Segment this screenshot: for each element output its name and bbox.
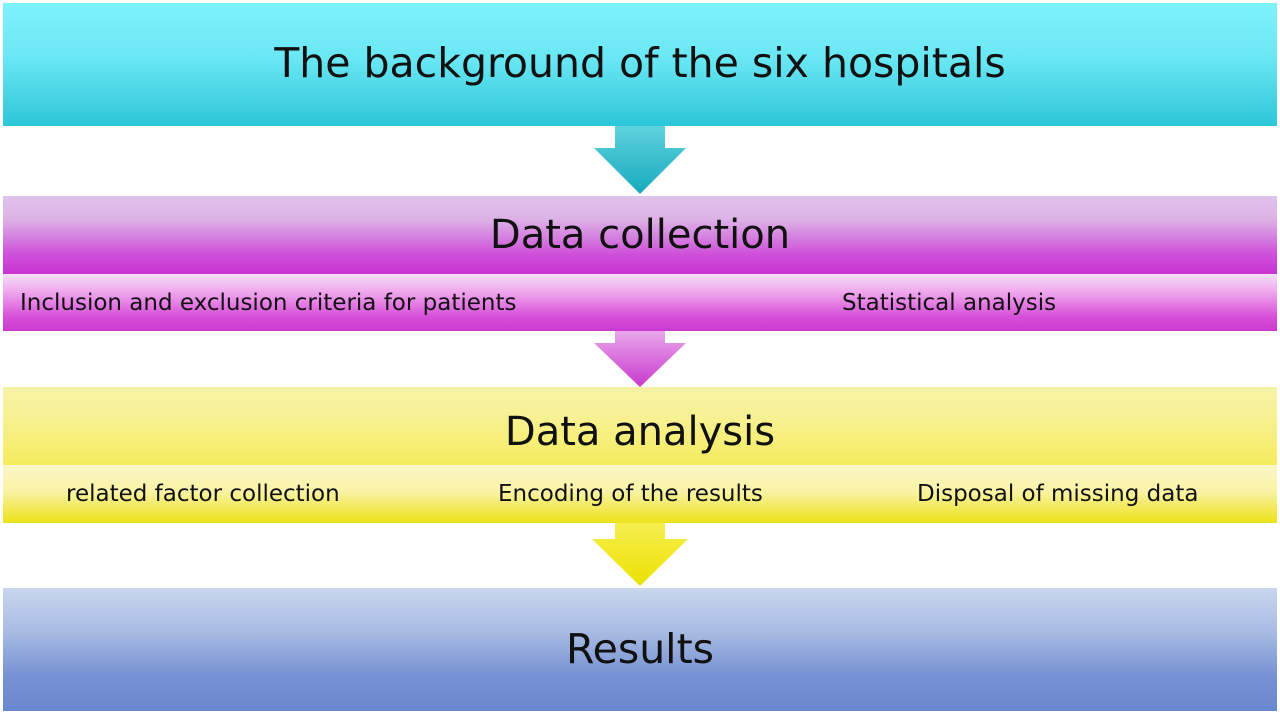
step-data-collection-box: Data collection	[3, 196, 1277, 274]
step-background-box: The background of the six hospitals	[3, 3, 1277, 126]
subitem-statistical-analysis: Statistical analysis	[842, 289, 1057, 316]
down-arrow-icon	[594, 126, 686, 194]
step-background-title: The background of the six hospitals	[274, 39, 1006, 87]
subitem-related-factor: related factor collection	[66, 481, 340, 507]
step-data-analysis-box: Data analysis	[3, 387, 1277, 465]
step-data-collection-title: Data collection	[489, 212, 791, 258]
data-analysis-subitems: related factor collection Encoding of th…	[3, 465, 1277, 523]
down-arrow-icon	[594, 331, 686, 387]
subitem-missing-data: Disposal of missing data	[917, 481, 1199, 507]
step-data-analysis-title: Data analysis	[504, 409, 776, 455]
down-arrow-icon	[592, 523, 688, 586]
step-results-box: Results	[3, 588, 1277, 711]
data-collection-subitems: Inclusion and exclusion criteria for pat…	[3, 274, 1277, 331]
step-results-title: Results	[565, 625, 715, 673]
subitem-inclusion-exclusion: Inclusion and exclusion criteria for pat…	[20, 289, 517, 316]
subitem-encoding-results: Encoding of the results	[498, 481, 763, 507]
